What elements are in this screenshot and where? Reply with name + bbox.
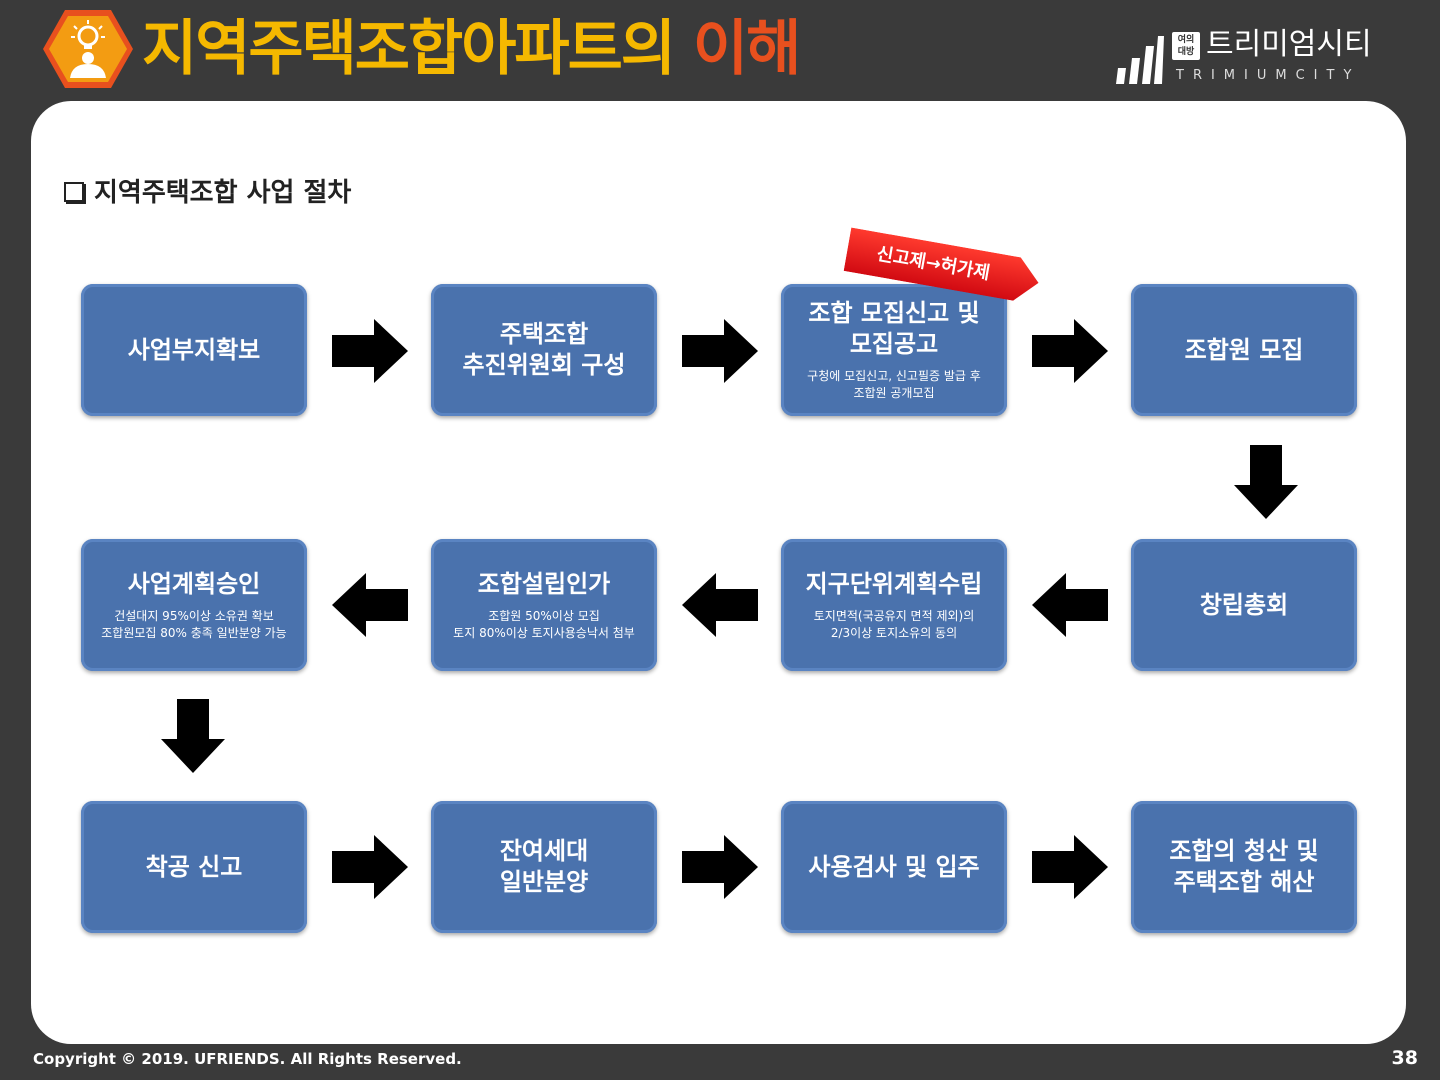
arrow-left-icon	[682, 573, 758, 637]
step-remaining-sale: 잔여세대 일반분양	[431, 801, 657, 933]
page-number: 38	[1391, 1047, 1418, 1069]
step-district-plan: 지구단위계획수립 토지면적(국공유지 면적 제외)의 2/3이상 토지소유의 동…	[781, 539, 1007, 671]
arrow-left-icon	[332, 573, 408, 637]
step-project-approval: 사업계획승인 건설대지 95%이상 소유권 확보 조합원모집 80% 충족 일반…	[81, 539, 307, 671]
header: 지역주택조합아파트의 이해 여의 대방 트리미엄시티 TRIMIUMCITY	[0, 0, 1440, 100]
step-site-acquisition: 사업부지확보	[81, 284, 307, 416]
arrow-right-icon	[1032, 319, 1108, 383]
step-construction-report: 착공 신고	[81, 801, 307, 933]
step-member-recruitment: 조합원 모집	[1131, 284, 1357, 416]
arrow-right-icon	[332, 319, 408, 383]
brand-name: 트리미엄시티	[1206, 27, 1372, 62]
brand-name-en: TRIMIUMCITY	[1176, 68, 1361, 83]
trimium-bars-logo	[1116, 36, 1164, 84]
step-union-approval: 조합설립인가 조합원 50%이상 모집 토지 80%이상 토지사용승낙서 첨부	[431, 539, 657, 671]
arrow-right-icon	[1032, 835, 1108, 899]
step-promotion-committee: 주택조합 추진위원회 구성	[431, 284, 657, 416]
step-liquidation: 조합의 청산 및 주택조합 해산	[1131, 801, 1357, 933]
arrow-right-icon	[682, 835, 758, 899]
step-founding-meeting: 창립총회	[1131, 539, 1357, 671]
section-title: 지역주택조합 사업 절차	[64, 172, 351, 209]
arrow-down-icon	[161, 699, 225, 773]
step-inspection-move-in: 사용검사 및 입주	[781, 801, 1007, 933]
footer-copyright: Copyright © 2019. UFRIENDS. All Rights R…	[33, 1050, 462, 1068]
arrow-right-icon	[332, 835, 408, 899]
regulation-change-badge: 신고제→허가제	[843, 227, 1043, 304]
page-title: 지역주택조합아파트의 이해	[142, 14, 801, 84]
brand-logo: 여의 대방 트리미엄시티 TRIMIUMCITY	[1114, 26, 1404, 86]
arrow-left-icon	[1032, 573, 1108, 637]
brand-badge: 여의 대방	[1172, 32, 1200, 60]
badge-arrow-shape	[843, 227, 1039, 301]
lightbulb-person-hex-icon	[43, 10, 133, 88]
step-recruit-report: 조합 모집신고 및 모집공고 구청에 모집신고, 신고필증 발급 후 조합원 공…	[781, 284, 1007, 416]
arrow-down-icon	[1234, 445, 1298, 519]
checkbox-bullet-icon	[64, 182, 84, 202]
arrow-right-icon	[682, 319, 758, 383]
